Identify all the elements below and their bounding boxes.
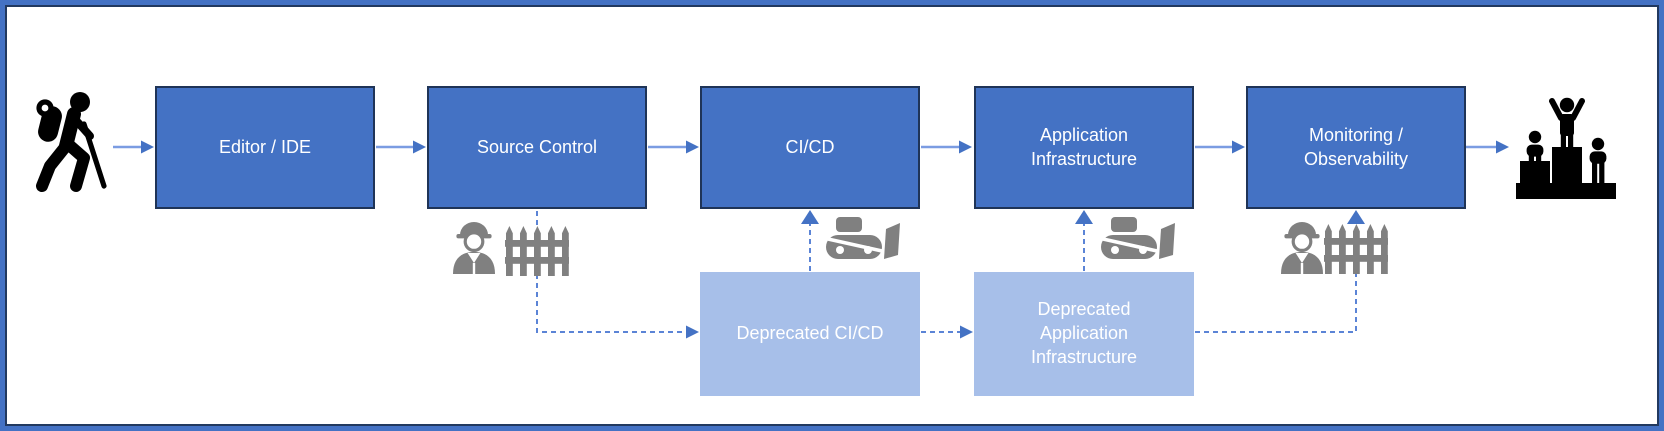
construction-worker-icon	[453, 222, 495, 274]
box-label-ci-cd: CI/CD	[785, 136, 835, 157]
hiker-icon	[36, 92, 107, 192]
box-application-infrastructure: Application Infrastructure	[974, 86, 1194, 209]
box-deprecated-application-infrastructure: Deprecated Application Infrastructure	[974, 272, 1194, 396]
box-label-editor-ide: Editor / IDE	[218, 136, 312, 157]
construction-worker-icon	[1281, 222, 1323, 274]
box-monitoring-observability: Monitoring / Observability	[1246, 86, 1466, 209]
bulldozer-icon	[826, 217, 900, 259]
box-label-monitoring-observability: Monitoring / Observability	[1303, 124, 1409, 169]
box-label-deprecated-ci-cd: Deprecated CI/CD	[736, 323, 884, 344]
fence-icon	[505, 226, 569, 276]
box-label-source-control: Source Control	[476, 136, 598, 157]
box-source-control: Source Control	[427, 86, 647, 209]
podium-winners-icon	[1516, 97, 1616, 199]
box-label-application-infrastructure: Application Infrastructure	[1030, 124, 1138, 169]
box-ci-cd: CI/CD	[700, 86, 920, 209]
fence-icon	[1324, 224, 1388, 274]
box-label-deprecated-application-infrastructure: Deprecated Application Infrastructure	[1030, 299, 1138, 367]
bulldozer-icon	[1101, 217, 1175, 259]
box-editor-ide: Editor / IDE	[155, 86, 375, 209]
box-deprecated-ci-cd: Deprecated CI/CD	[700, 272, 920, 396]
